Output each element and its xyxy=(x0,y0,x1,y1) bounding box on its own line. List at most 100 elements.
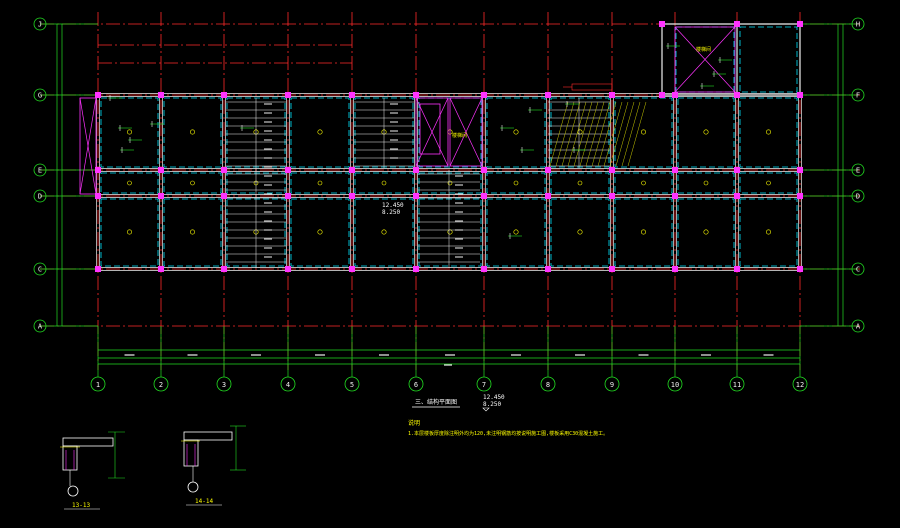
corridor-slab xyxy=(354,172,414,194)
plan-annotations xyxy=(108,43,732,239)
corridor-slab xyxy=(550,172,610,194)
column xyxy=(609,193,615,199)
column xyxy=(659,21,665,27)
column xyxy=(158,266,164,272)
row-axis-bubble-left xyxy=(33,17,47,31)
column xyxy=(481,167,487,173)
section-label-13: 13-13 xyxy=(72,502,90,509)
row-axis-bubble-left xyxy=(33,262,47,276)
column xyxy=(158,167,164,173)
slab-tag xyxy=(640,229,646,235)
slab-tag xyxy=(127,129,133,135)
row-axis-label-right: E xyxy=(856,167,860,175)
column-axis-bubble xyxy=(476,376,492,392)
hatch-line xyxy=(609,101,629,167)
row-axis-bubble-right xyxy=(851,189,865,203)
corridor-slab xyxy=(486,172,546,194)
slab-tag xyxy=(765,229,771,235)
hatch-line xyxy=(567,101,587,167)
column xyxy=(481,266,487,272)
row-axis-label-left: A xyxy=(38,323,43,331)
row-axis-bubble-right xyxy=(851,88,865,102)
slab-tag xyxy=(641,180,646,186)
column xyxy=(413,167,419,173)
column xyxy=(672,193,678,199)
slab-tag xyxy=(703,229,709,235)
column xyxy=(349,92,355,98)
corridor-slab xyxy=(418,172,482,194)
column xyxy=(349,266,355,272)
hatch-line xyxy=(555,101,575,167)
section-detail-13: 13-13 xyxy=(60,431,125,510)
column xyxy=(545,266,551,272)
row-axis-bubble-right xyxy=(851,319,865,333)
row-axis-bubble-left xyxy=(33,189,47,203)
column xyxy=(797,21,803,27)
slab-panel xyxy=(614,198,673,267)
column xyxy=(734,193,740,199)
row-axis-bubble-right xyxy=(851,262,865,276)
column-axis-bubble xyxy=(604,376,620,392)
hatch-line xyxy=(603,101,623,167)
column-axis-label: 5 xyxy=(350,381,354,389)
slab-tag xyxy=(381,180,387,186)
column-markers xyxy=(95,21,803,272)
slab-tag xyxy=(190,129,196,135)
annex-slab xyxy=(739,26,798,93)
slab-tag xyxy=(703,129,709,135)
slab-tag xyxy=(513,229,519,235)
shaft-cross xyxy=(449,97,483,167)
row-axis-label-right: A xyxy=(856,323,861,331)
slab-tag xyxy=(766,180,771,186)
column-axis-bubble xyxy=(408,376,424,392)
shaft-outline xyxy=(79,97,97,195)
column xyxy=(221,167,227,173)
hatch-line xyxy=(549,101,569,167)
column xyxy=(221,92,227,98)
slab-panel xyxy=(486,198,546,267)
slab-panel xyxy=(100,198,159,267)
slab-panel xyxy=(163,97,222,168)
column-axis-bubble xyxy=(667,376,683,392)
column xyxy=(609,266,615,272)
column xyxy=(672,167,678,173)
column xyxy=(221,193,227,199)
column-axis-bubble xyxy=(153,376,169,392)
row-axis-bubble-left xyxy=(33,319,47,333)
column xyxy=(545,92,551,98)
elevation-bottom-plan: 8.250 xyxy=(382,209,400,216)
shaft-cross xyxy=(79,97,97,195)
slab-panel xyxy=(614,97,673,168)
hatch-line xyxy=(621,101,641,167)
corridor-slab xyxy=(614,172,673,194)
column-axis-bubble xyxy=(540,376,556,392)
slab-tag xyxy=(127,229,133,235)
slab-tag xyxy=(447,180,453,186)
column-axis-bubble xyxy=(216,376,232,392)
column xyxy=(349,167,355,173)
column xyxy=(413,193,419,199)
shaft-cross xyxy=(674,26,736,93)
hatch-line xyxy=(615,101,635,167)
mid-elevation-mark: 12.450 8.250 xyxy=(382,202,404,216)
slab-panel xyxy=(486,97,546,168)
note-1: 1.本层楼板厚度除注明外均为120,未注明钢筋均按说明施工图,楼板采用C30混凝… xyxy=(408,430,608,437)
column-axis-bubble xyxy=(792,376,808,392)
row-axis-label-right: C xyxy=(856,266,860,274)
corridor-slab xyxy=(739,172,798,194)
column xyxy=(734,167,740,173)
beam-lines xyxy=(96,23,802,271)
slab-panel xyxy=(354,198,414,267)
shaft-outline xyxy=(449,97,483,167)
hatch-line xyxy=(561,101,581,167)
column xyxy=(285,266,291,272)
column-axis-label: 9 xyxy=(610,381,614,389)
column-axis-label: 12 xyxy=(796,381,804,389)
slab-tag xyxy=(577,180,583,186)
column xyxy=(797,266,803,272)
slab-tag xyxy=(381,229,387,235)
column-axis-bubble xyxy=(280,376,296,392)
slab-panel xyxy=(290,198,350,267)
